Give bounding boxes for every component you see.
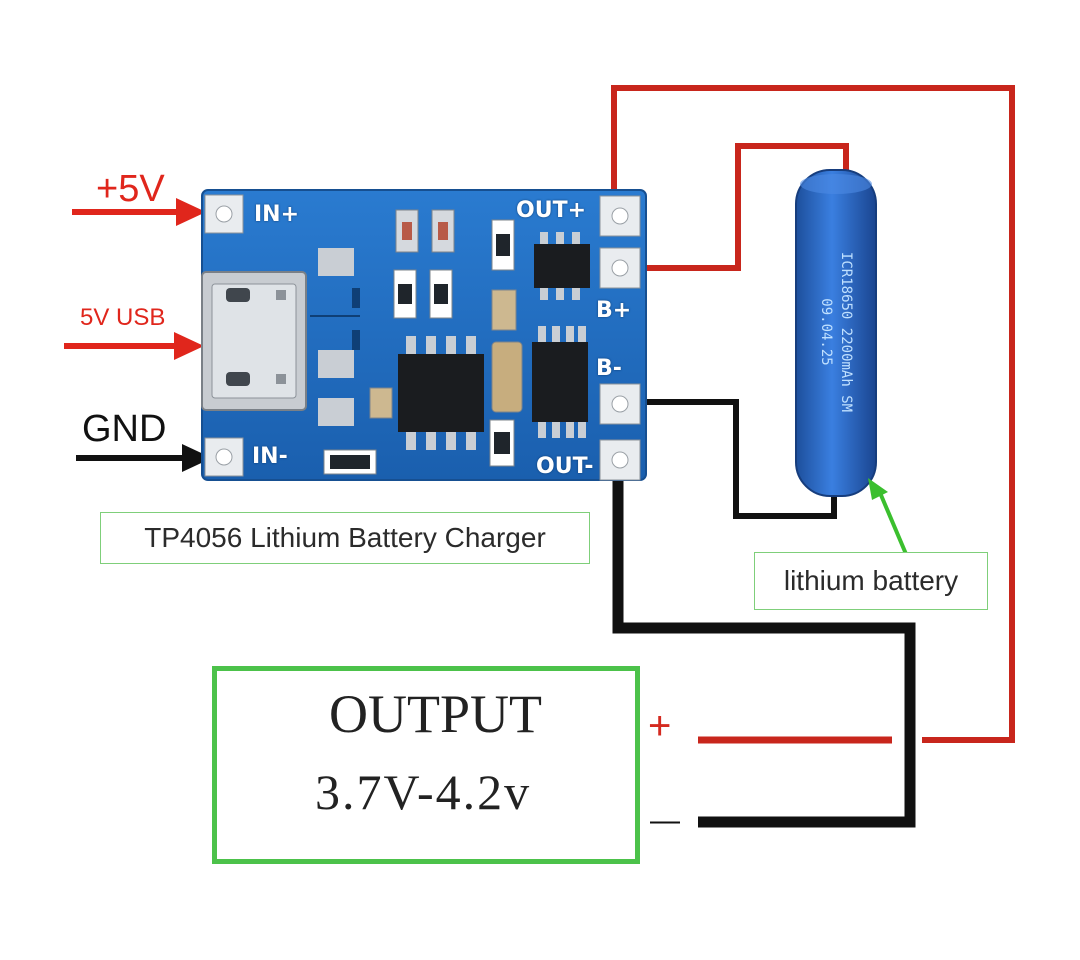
battery-print-line2: 09.04.25 [818,298,834,366]
output-plus-sign: + [648,704,672,748]
arrow-battery [868,478,908,555]
output-box: OUTPUT 3.7V-4.2v [212,666,640,864]
arrow-5v [72,198,206,226]
label-plus-5v: +5V [96,168,165,210]
output-title: OUTPUT [329,684,542,744]
battery-caption: lithium battery [783,565,959,596]
pcb-label-in-minus: IN- [252,444,288,469]
label-gnd: GND [82,408,167,450]
arrow-usb [64,332,204,360]
wire-out-plus [611,85,1015,743]
battery-caption-box: lithium battery [754,552,988,610]
arrow-gnd [76,444,212,472]
pcb-label-in-plus: IN+ [254,202,300,227]
wire-b-plus [628,143,849,271]
output-minus-sign: — [650,804,680,837]
output-range: 3.7V-4.2v [315,764,532,820]
pcb-label-out-minus: OUT- [536,454,594,479]
pcb-label-b-plus: B+ [596,298,632,323]
board-caption: TP4056 Lithium Battery Charger [144,522,546,553]
label-5v-usb: 5V USB [80,304,166,331]
wire-b-minus [626,399,837,519]
wire-out-minus [612,462,916,828]
pcb-label-b-minus: B- [596,356,622,381]
pcb-label-out-plus: OUT+ [516,198,587,223]
lithium-battery-cell [795,169,877,497]
battery-print-line1: ICR18650 2200mAh SM [838,251,854,413]
tp4056-board [201,189,647,481]
board-caption-box: TP4056 Lithium Battery Charger [100,512,590,564]
